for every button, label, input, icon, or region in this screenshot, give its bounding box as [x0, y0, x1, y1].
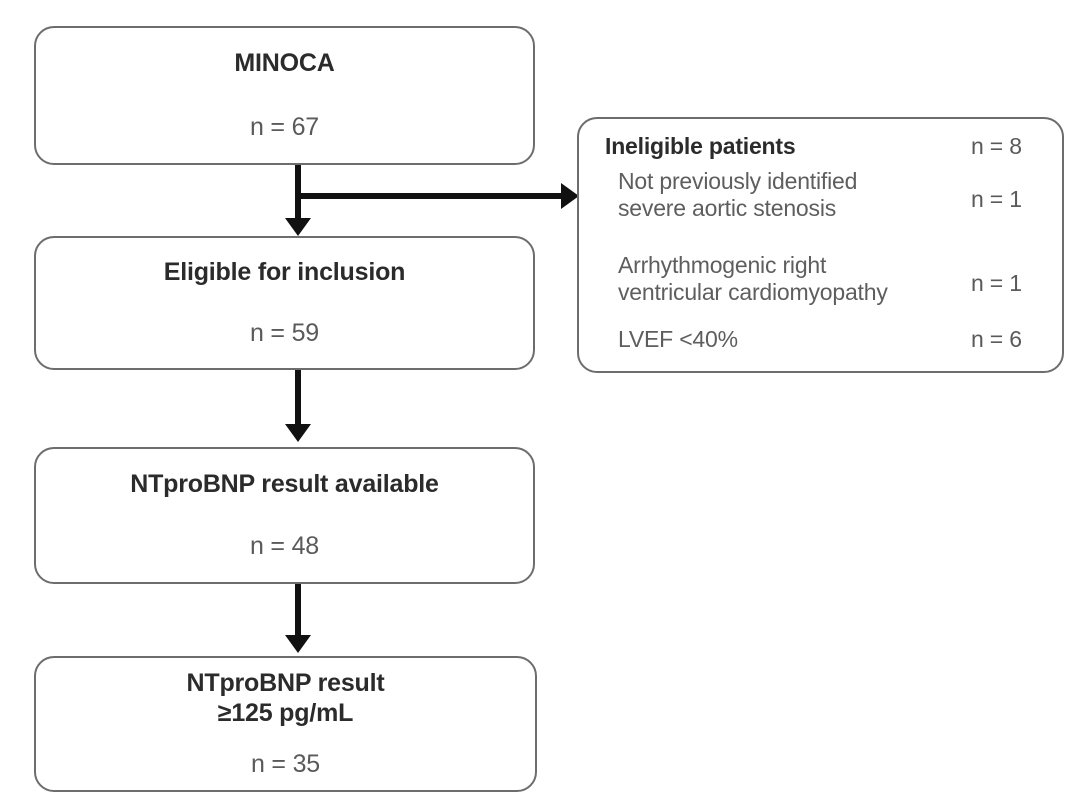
ineligible-reason2-line1: Arrhythmogenic right — [618, 252, 827, 278]
ineligible-reason-arvc-count: n = 1 — [971, 270, 1022, 296]
node-minoca-count: n = 67 — [249, 112, 319, 141]
node-minoca-title: MINOCA — [234, 49, 335, 78]
ineligible-reason1-line1: Not previously identified — [618, 168, 858, 194]
connector-minoca-to-eligible-arrowhead — [285, 218, 311, 236]
node-eligible-title: Eligible for inclusion — [163, 257, 406, 286]
node-eligible-count: n = 59 — [249, 319, 319, 348]
ineligible-heading-label: Ineligible patients — [605, 133, 796, 159]
connector-minoca-to-ineligible-arrowhead — [561, 183, 579, 209]
ineligible-reason-lvef: LVEF <40% — [618, 326, 738, 353]
node-available-title: NTproBNP result available — [130, 470, 439, 499]
ineligible-reason-lvef-count: n = 6 — [971, 326, 1022, 352]
node-threshold-title-line2: ≥125 pg/mL — [217, 698, 354, 727]
node-ntprobnp-result-available: NTproBNP result available n = 48 — [34, 447, 535, 584]
node-threshold-title-line1: NTproBNP result — [186, 669, 385, 697]
ineligible-reason-aortic-stenosis-count: n = 1 — [971, 186, 1022, 212]
node-minoca: MINOCA n = 67 — [34, 26, 535, 165]
ineligible-reason-arvc-label: Arrhythmogenic right ventricular cardiom… — [618, 252, 888, 306]
node-ineligible-patients: Ineligible patients n = 8 Not previously… — [577, 117, 1064, 373]
node-ntprobnp-threshold: NTproBNP result ≥125 pg/mL n = 35 — [34, 656, 537, 792]
node-eligible-for-inclusion: Eligible for inclusion n = 59 — [34, 236, 535, 370]
connector-available-to-threshold-arrowhead — [285, 635, 311, 653]
connector-available-to-threshold-line — [295, 584, 301, 638]
ineligible-reason2-line2: ventricular cardiomyopathy — [618, 278, 888, 305]
ineligible-heading-row: Ineligible patients — [605, 133, 796, 160]
ineligible-reason-lvef-label: LVEF <40% — [618, 326, 738, 352]
ineligible-reason-arvc: Arrhythmogenic right ventricular cardiom… — [618, 252, 888, 306]
ineligible-heading-count: n = 8 — [971, 133, 1022, 159]
ineligible-reason-aortic-stenosis-label: Not previously identified severe aortic … — [618, 168, 857, 222]
ineligible-reason-aortic-stenosis: Not previously identified severe aortic … — [618, 168, 857, 222]
node-threshold-count: n = 35 — [250, 750, 320, 778]
connector-eligible-to-available-line — [295, 370, 301, 427]
node-available-count: n = 48 — [249, 531, 319, 560]
node-threshold-title: NTproBNP result ≥125 pg/mL — [187, 669, 385, 728]
connector-minoca-to-ineligible-line — [295, 193, 563, 199]
connector-eligible-to-available-arrowhead — [285, 424, 311, 442]
ineligible-reason1-line2: severe aortic stenosis — [618, 194, 837, 221]
